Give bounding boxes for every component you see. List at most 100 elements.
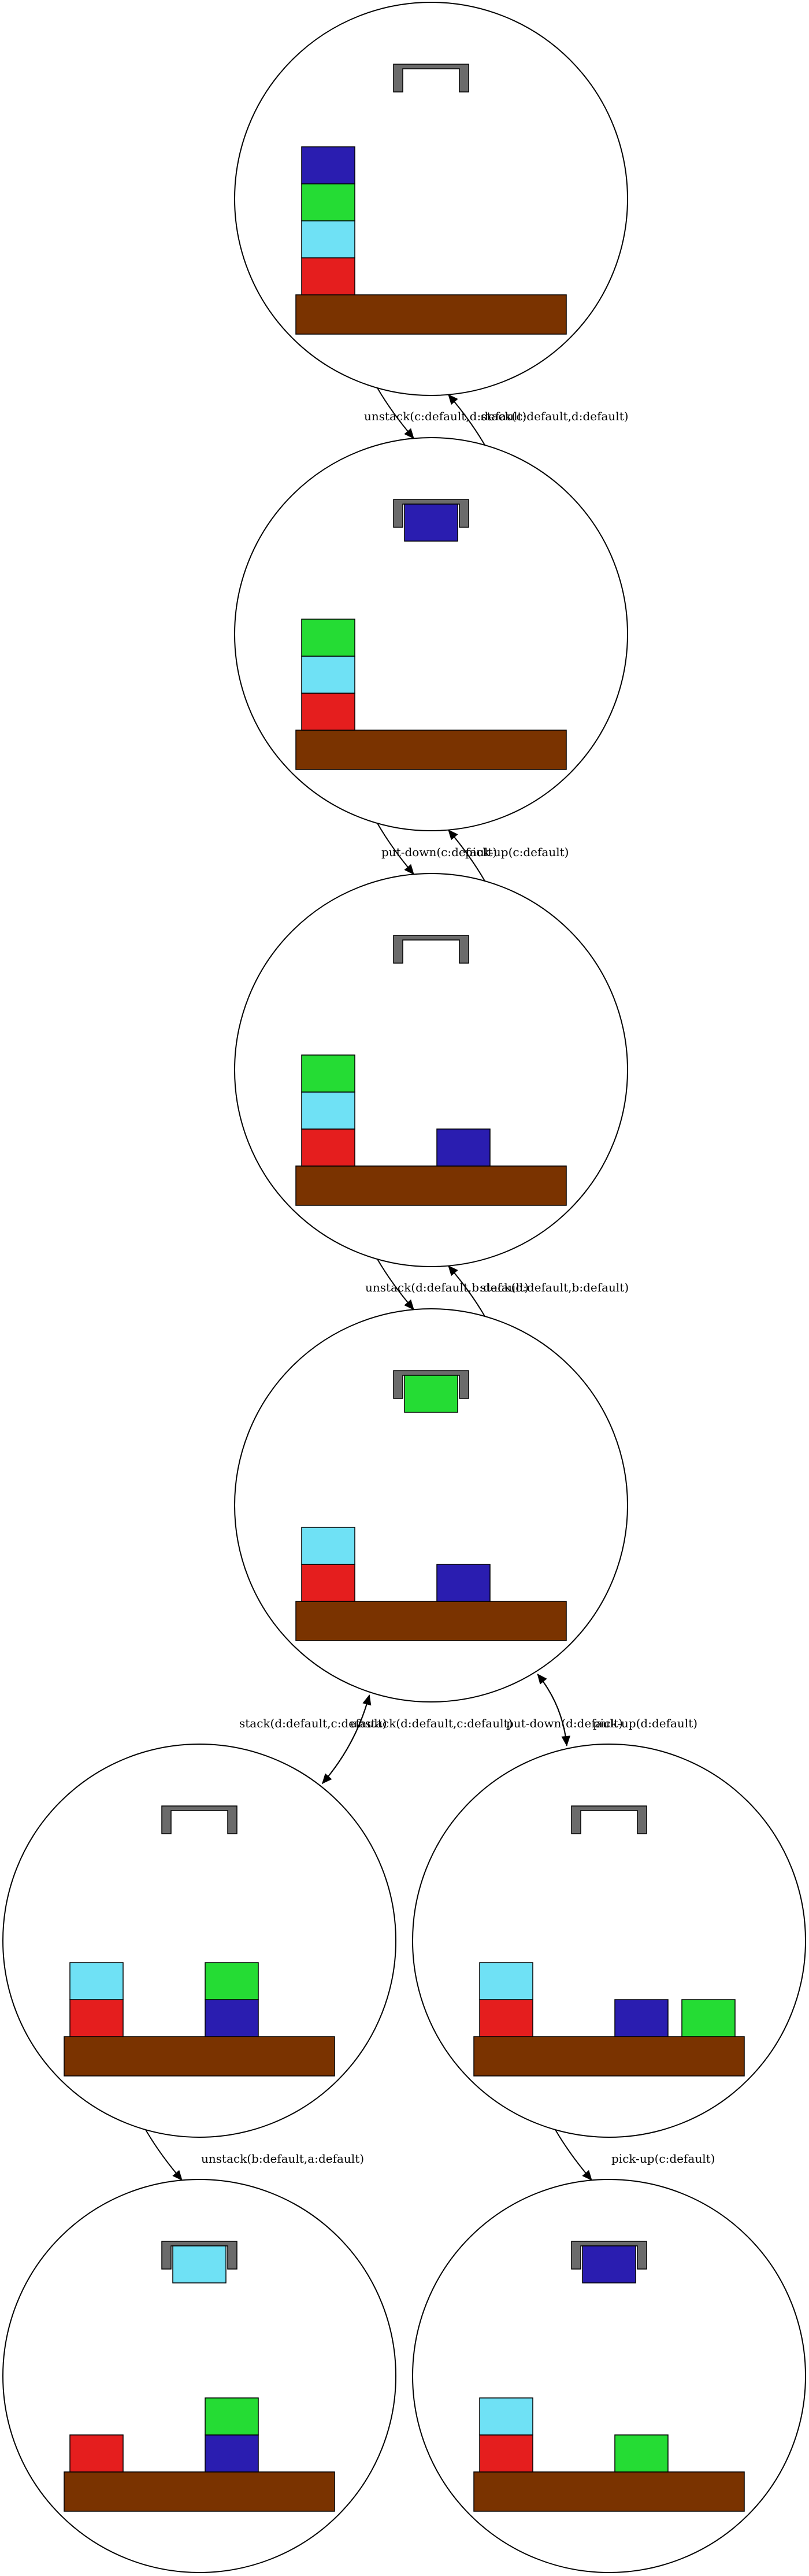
edge-line [537,1674,567,1746]
table [64,2471,335,2512]
block [301,183,355,221]
held-block [582,2245,636,2283]
block [205,2397,259,2436]
block [479,2434,533,2473]
edge-label: pick-up(d:default) [593,1716,697,1730]
block [301,1091,355,1130]
edge-label: stack(d:default,c:default) [239,1716,387,1730]
held-block [404,1375,458,1413]
edge [555,2129,592,2181]
gripper [161,2241,237,2270]
block [479,1962,533,2000]
block [301,1128,355,1167]
state-node [412,1744,806,2138]
table [295,730,567,770]
gripper [571,2241,647,2270]
table [295,294,567,335]
edge-label: pick-up(c:default) [465,845,569,859]
edge-label: unstack(c:default,d:default) [364,409,526,423]
block [205,1962,259,2000]
edge-label: unstack(b:default,a:default) [201,2152,364,2166]
edge [448,829,485,882]
gripper [393,499,469,528]
state-circle [412,1744,806,2138]
edge [377,1259,414,1311]
state-node [2,2179,396,2573]
edge [448,1265,485,1317]
block [69,2434,124,2473]
state-circle [2,2179,396,2573]
edge [448,394,485,446]
edge-label: pick-up(c:default) [611,2152,715,2166]
arrow-head [404,1299,414,1311]
arrow-head [448,1265,458,1276]
block [479,2397,533,2436]
edge-label: unstack(d:default,b:default) [365,1280,529,1294]
block [301,693,355,731]
block [614,1999,669,2037]
edge [321,1695,370,1785]
block [436,1564,491,1602]
block [205,2434,259,2473]
edge-label: stack(d:default,b:default) [480,1280,629,1294]
edge-label: stack(c:default,d:default) [481,409,629,423]
edge-label: put-down(c:default) [381,845,497,859]
state-node [234,873,628,1267]
gripper [571,1805,647,1834]
state-circle [234,873,628,1267]
arrow-head [362,1694,372,1706]
edge-line [322,1695,370,1784]
arrow-head [537,1674,547,1685]
arrow-head [582,2170,592,2181]
edge [322,1694,372,1784]
block [301,146,355,184]
edges-layer [145,387,592,2181]
block [479,1999,533,2037]
table [295,1601,567,1641]
gripper [393,935,469,964]
held-block [404,504,458,542]
block [301,1054,355,1093]
arrow-head [404,864,414,875]
edge [145,2129,183,2181]
state-node [234,2,628,396]
state-circle [234,1308,628,1702]
table [295,1165,567,1206]
block [301,220,355,258]
table [473,2036,745,2077]
state-node [234,437,628,831]
block [69,1999,124,2037]
edge-line [322,1695,370,1784]
edge-labels-layer: unstack(c:default,d:default)stack(c:defa… [201,409,715,2166]
state-circle [2,1744,396,2138]
table [64,2036,335,2077]
arrow-head [404,428,414,439]
state-circle [412,2179,806,2573]
edge [537,1674,567,1746]
block [614,2434,669,2473]
held-block [172,2245,227,2283]
state-node [2,1744,396,2138]
state-circle [234,2,628,396]
table [473,2471,745,2512]
state-node [412,2179,806,2573]
state-circle [234,437,628,831]
block [301,257,355,295]
block [205,1999,259,2037]
edge [377,823,414,875]
state-node [234,1308,628,1702]
arrow-head [448,829,458,841]
block [301,656,355,694]
edge-line [537,1674,567,1746]
block [301,619,355,657]
edge [377,387,414,439]
block [301,1527,355,1565]
edge-label: unstack(d:default,c:default) [350,1716,513,1730]
block [301,1564,355,1602]
gripper [161,1805,237,1834]
edge-label: put-down(d:default) [506,1716,623,1730]
block [436,1128,491,1167]
block [69,1962,124,2000]
